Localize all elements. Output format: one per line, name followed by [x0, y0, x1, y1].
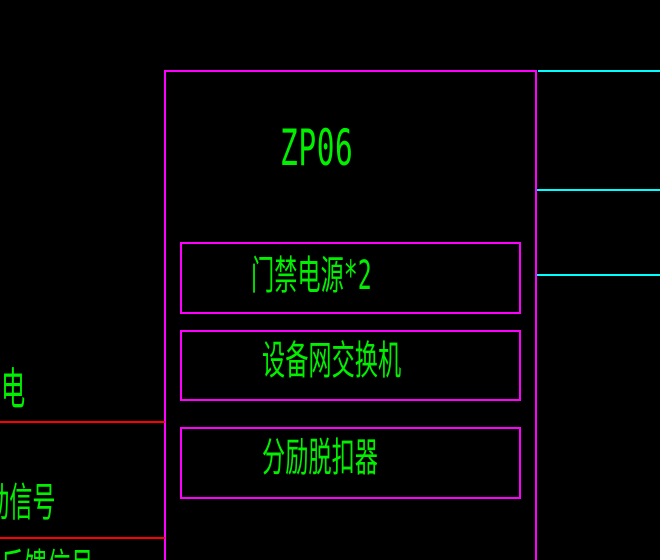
left-annotation-linkage-signal[interactable]: 动信号	[0, 480, 56, 526]
equipment-label-network-switch[interactable]: 设备网交换机	[262, 338, 402, 384]
outgoing-wire-1[interactable]	[538, 70, 660, 72]
equipment-box-access-power[interactable]	[180, 242, 521, 314]
equipment-label-shunt-trip[interactable]: 分励脱扣器	[262, 435, 378, 481]
panel-title-text[interactable]: ZP06	[280, 119, 354, 177]
equipment-box-shunt-trip[interactable]	[180, 427, 521, 499]
equipment-box-network-switch[interactable]	[180, 330, 521, 401]
left-annotation-feedback-signal[interactable]: 反馈信号	[1, 547, 94, 560]
incoming-wire-2[interactable]	[0, 537, 165, 539]
incoming-wire-1[interactable]	[0, 421, 165, 423]
panel-zp06-outline[interactable]	[164, 70, 537, 560]
left-annotation-power[interactable]: 电	[1, 364, 26, 415]
equipment-label-access-power[interactable]: 门禁电源*2	[251, 253, 372, 299]
outgoing-wire-3[interactable]	[537, 274, 660, 276]
outgoing-wire-2[interactable]	[537, 189, 660, 191]
